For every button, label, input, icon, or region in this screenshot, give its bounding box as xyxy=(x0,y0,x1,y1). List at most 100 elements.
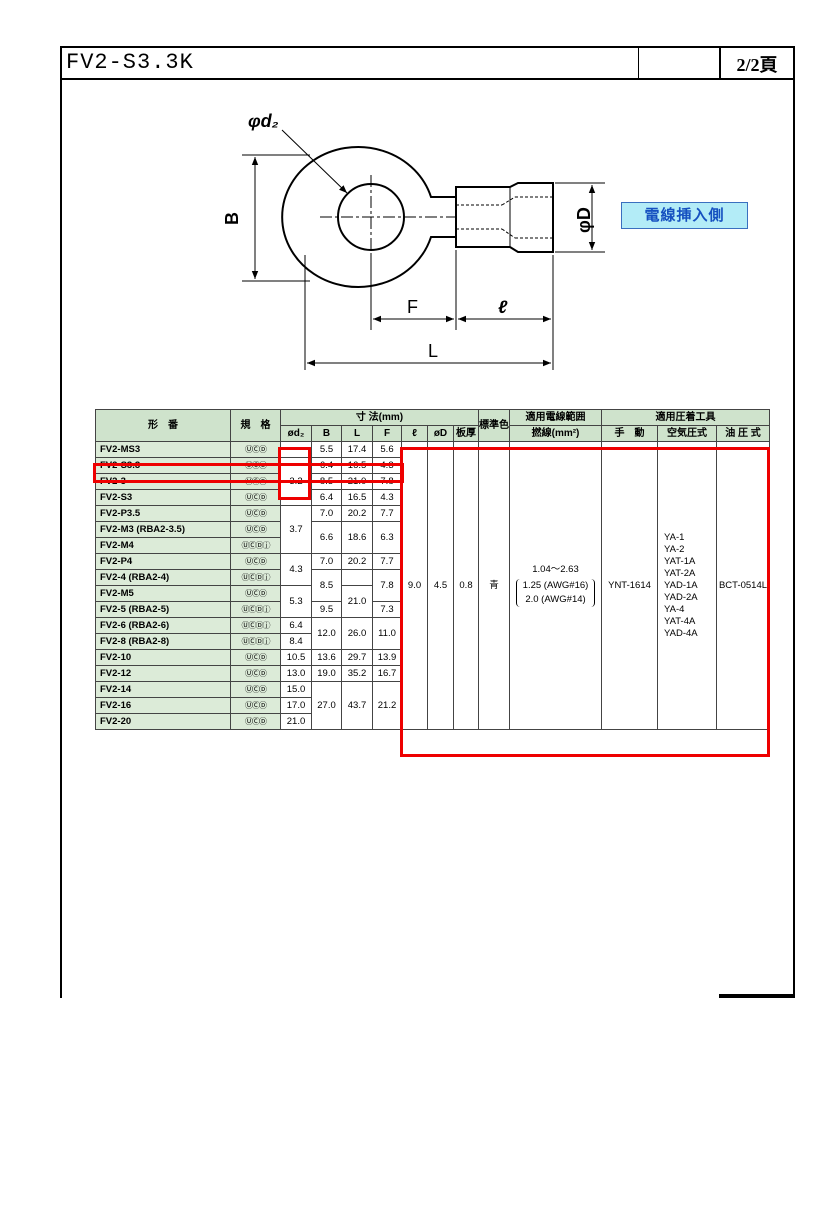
standard-marks: ⓊⒸⒹ xyxy=(230,585,281,602)
cell-L: 16.5 xyxy=(341,489,373,506)
cell-L xyxy=(341,569,373,586)
header-divider xyxy=(719,48,721,78)
cell-l: 9.0 xyxy=(401,441,428,730)
F-label: F xyxy=(407,297,418,317)
table-row-model: FV2-6 (RBA2-6) xyxy=(95,617,231,634)
cell-B: 9.5 xyxy=(311,601,342,618)
cell-L: 20.2 xyxy=(341,553,373,570)
cell-L: 35.2 xyxy=(341,665,373,682)
document-title: FV2-S3.3K xyxy=(66,50,194,75)
standard-marks: ⓊⒸⒹ xyxy=(230,681,281,698)
wire-insertion-side-label: 電線挿入側 xyxy=(621,202,748,229)
table-row-model: FV2-M4 xyxy=(95,537,231,554)
cell-B: 8.5 xyxy=(311,473,342,490)
standard-marks: ⓊⒸⒹ xyxy=(230,697,281,714)
L-header: L xyxy=(341,425,373,442)
cell-F: 21.2 xyxy=(372,681,402,730)
l-header: ℓ xyxy=(401,425,428,442)
cell-d2: 21.0 xyxy=(280,713,312,730)
cell-d2: 6.4 xyxy=(280,617,312,634)
header-row: FV2-S3.3K 2/2頁 xyxy=(62,48,793,80)
model-header: 形 番 xyxy=(95,409,231,442)
standard-marks: ⓊⒸⒹ xyxy=(230,713,281,730)
page-number: 2/2頁 xyxy=(736,55,778,75)
standard-marks: ⓊⒸⒹ xyxy=(230,665,281,682)
standard-marks: ⓊⒸⒹ xyxy=(230,473,281,490)
hydraulic-header: 油 圧 式 xyxy=(716,425,770,442)
table-row-model: FV2-14 xyxy=(95,681,231,698)
color-header: 標準色 xyxy=(478,409,510,442)
cell-B: 6.6 xyxy=(311,521,342,554)
L-label: L xyxy=(428,341,438,361)
cell-F: 7.8 xyxy=(372,473,402,490)
cell-d2: 10.5 xyxy=(280,649,312,666)
table-row-model: FV2-8 (RBA2-8) xyxy=(95,633,231,650)
cell-L: 29.7 xyxy=(341,649,373,666)
standard-marks: ⓊⒸⒹⓙ xyxy=(230,633,281,650)
B-label: B xyxy=(222,212,242,225)
cell-L: 21.0 xyxy=(341,585,373,618)
D-label: φD xyxy=(574,207,594,233)
table-row-model: FV2-M3 (RBA2-3.5) xyxy=(95,521,231,538)
cell-F: 7.3 xyxy=(372,601,402,618)
manual-header: 手 動 xyxy=(601,425,658,442)
cell-L: 18.6 xyxy=(341,521,373,554)
air-header: 空気圧式 xyxy=(657,425,717,442)
table-row-model: FV2-5 (RBA2-5) xyxy=(95,601,231,618)
cell-F: 4.3 xyxy=(372,457,402,474)
cell-d2: 3.2 xyxy=(280,457,312,506)
cell-wire-range: 1.04～2.63 1.25 (AWG#16) 2.0 (AWG#14) xyxy=(509,441,602,730)
wire-range-header: 適用電線範囲 xyxy=(509,409,602,426)
D-header: øD xyxy=(427,425,454,442)
wire-range-awg14: 2.0 (AWG#14) xyxy=(525,593,586,605)
table-row-model: FV2-20 xyxy=(95,713,231,730)
cell-F: 7.7 xyxy=(372,505,402,522)
table-row-model: FV2-10 xyxy=(95,649,231,666)
table-row-model: FV2-3 xyxy=(95,473,231,490)
standard-marks: ⓊⒸⒹⓙ xyxy=(230,569,281,586)
standard-marks: ⓊⒸⒹ xyxy=(230,441,281,458)
dims-header: 寸 法(mm) xyxy=(280,409,479,426)
cell-d2: 17.0 xyxy=(280,697,312,714)
wire-range-main: 1.04～2.63 xyxy=(532,563,579,575)
cell-L: 20.2 xyxy=(341,505,373,522)
cell-d2: 3.7 xyxy=(280,505,312,554)
cell-B: 7.0 xyxy=(311,505,342,522)
standard-marks: ⓊⒸⒹⓙ xyxy=(230,537,281,554)
table-row-model: FV2-4 (RBA2-4) xyxy=(95,569,231,586)
wire-range-awg16: 1.25 (AWG#16) xyxy=(522,579,589,591)
thickness-header: 板厚 xyxy=(453,425,479,442)
cell-B: 27.0 xyxy=(311,681,342,730)
F-header: F xyxy=(372,425,402,442)
standard-marks: ⓊⒸⒹ xyxy=(230,521,281,538)
cell-F: 5.6 xyxy=(372,441,402,458)
table-row-model: FV2-MS3 xyxy=(95,441,231,458)
cell-L: 16.5 xyxy=(341,457,373,474)
cell-d2 xyxy=(280,441,312,458)
document-sheet: FV2-S3.3K 2/2頁 xyxy=(60,46,795,998)
table-row-model: FV2-M5 xyxy=(95,585,231,602)
table-row-model: FV2-P3.5 xyxy=(95,505,231,522)
cell-B: 6.4 xyxy=(311,489,342,506)
cell-air-tools: YA-1 YA-2 YAT-1A YAT-2A YAD-1A YAD-2A YA… xyxy=(657,441,717,730)
standard-marks: ⓊⒸⒹ xyxy=(230,489,281,506)
cell-color: 青 xyxy=(478,441,510,730)
standard-marks: ⓊⒸⒹⓙ xyxy=(230,601,281,618)
cell-B: 7.0 xyxy=(311,553,342,570)
specification-table: 形 番 規 格 寸 法(mm) 標準色 適用電線範囲 適用圧着工具 ød₂ B … xyxy=(95,409,770,730)
stranded-header: 撚線(mm²) xyxy=(509,425,602,442)
cell-L: 17.4 xyxy=(341,441,373,458)
cell-B: 8.5 xyxy=(311,569,342,602)
cell-B: 19.0 xyxy=(311,665,342,682)
cell-B: 5.5 xyxy=(311,441,342,458)
cell-F: 13.9 xyxy=(372,649,402,666)
cell-L: 26.0 xyxy=(341,617,373,650)
cell-hydraulic-tool: BCT-0514L xyxy=(716,441,770,730)
l-label: ℓ xyxy=(498,297,508,317)
terminal-drawing: φd₂ B φD F ℓ L xyxy=(222,111,605,370)
d2-label: φd₂ xyxy=(248,111,279,131)
cell-d2: 8.4 xyxy=(280,633,312,650)
cell-B: 12.0 xyxy=(311,617,342,650)
cell-F: 7.7 xyxy=(372,553,402,570)
d2-header: ød₂ xyxy=(280,425,312,442)
